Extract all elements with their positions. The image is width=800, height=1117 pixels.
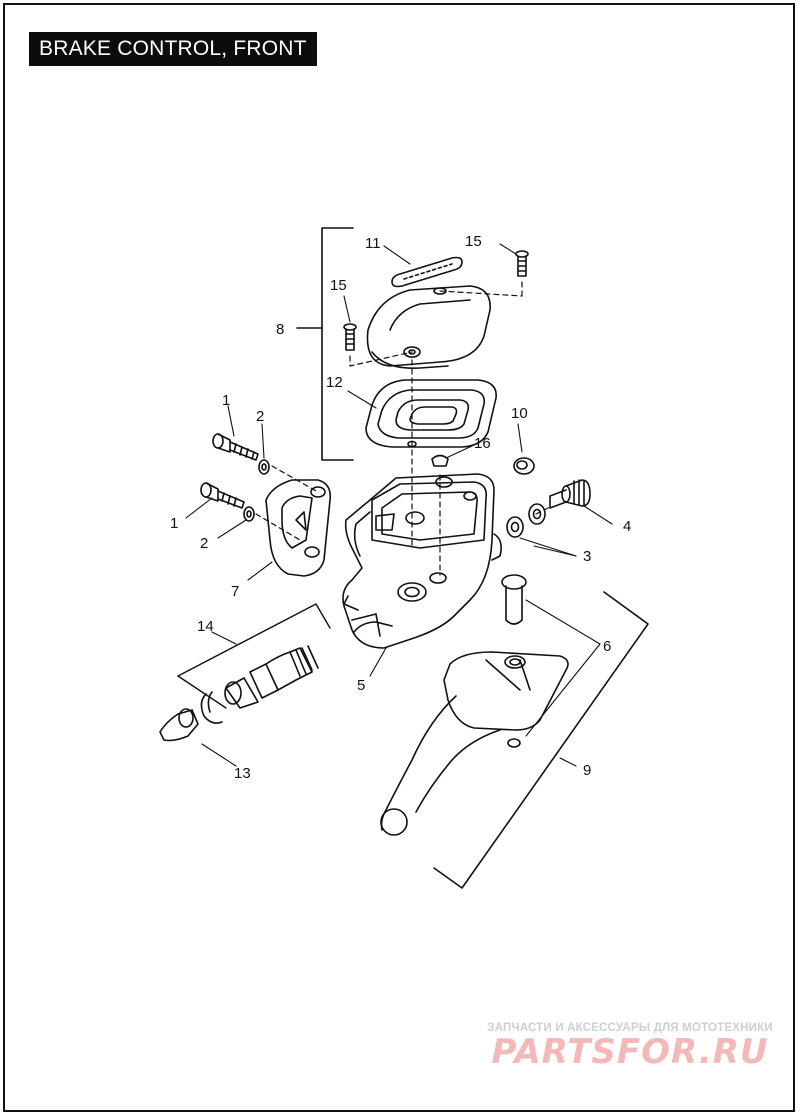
callout-labels: 1 2 1 2 3 4 5 6 7 8 9 10 11 12 13 14 15 … xyxy=(170,233,631,782)
watermark-tagline: ЗАПЧАСТИ И АКСЕССУАРЫ ДЛЯ МОТОТЕХНИКИ xyxy=(487,1022,773,1034)
part-cover-screw xyxy=(515,250,529,277)
part-plug xyxy=(431,454,449,467)
part-retaining-clip xyxy=(200,691,223,724)
callout-15b: 15 xyxy=(330,277,347,294)
part-pivot-pin xyxy=(501,574,527,748)
part-master-cylinder-housing xyxy=(342,473,502,649)
part-banjo-bolt xyxy=(549,479,591,509)
callout-11: 11 xyxy=(365,235,381,252)
part-washer xyxy=(243,506,255,522)
part-clamp-bolt xyxy=(200,482,245,509)
bracket-9 xyxy=(433,591,649,889)
callout-4: 4 xyxy=(623,518,631,535)
callout-10: 10 xyxy=(511,405,528,422)
part-brake-lever xyxy=(380,651,569,836)
callout-7: 7 xyxy=(231,583,239,600)
callout-13: 13 xyxy=(234,765,251,782)
part-sight-window xyxy=(391,256,463,288)
page-title: BRAKE CONTROL, FRONT xyxy=(29,32,317,66)
part-cover-screw xyxy=(343,323,357,351)
callout-15: 15 xyxy=(465,233,482,250)
page-border xyxy=(3,3,795,1112)
callout-2b: 2 xyxy=(200,535,208,552)
callout-6: 6 xyxy=(603,638,611,655)
callout-9: 9 xyxy=(583,762,591,779)
part-washer xyxy=(258,459,270,475)
callout-5: 5 xyxy=(357,677,365,694)
part-handlebar-clamp xyxy=(265,479,332,577)
callout-3: 3 xyxy=(583,548,591,565)
part-dust-boot xyxy=(159,708,199,742)
watermark-logo: PARTSFOR.RU xyxy=(491,1032,769,1072)
part-reservoir-cover xyxy=(366,285,491,369)
callout-8: 8 xyxy=(276,321,284,338)
callout-1: 1 xyxy=(222,392,230,409)
part-piston-assembly xyxy=(177,603,331,709)
callout-1b: 1 xyxy=(170,515,178,532)
alignment-lines xyxy=(255,279,553,576)
callout-12: 12 xyxy=(326,374,343,391)
part-grommet xyxy=(513,457,535,475)
callout-14: 14 xyxy=(197,618,214,635)
part-clamp-bolt xyxy=(212,433,259,461)
callout-2: 2 xyxy=(256,408,264,425)
leader-lines xyxy=(185,243,613,767)
callout-16: 16 xyxy=(474,435,491,452)
part-washer xyxy=(528,503,546,525)
bracket-8 xyxy=(321,227,354,461)
part-washer xyxy=(506,516,524,538)
